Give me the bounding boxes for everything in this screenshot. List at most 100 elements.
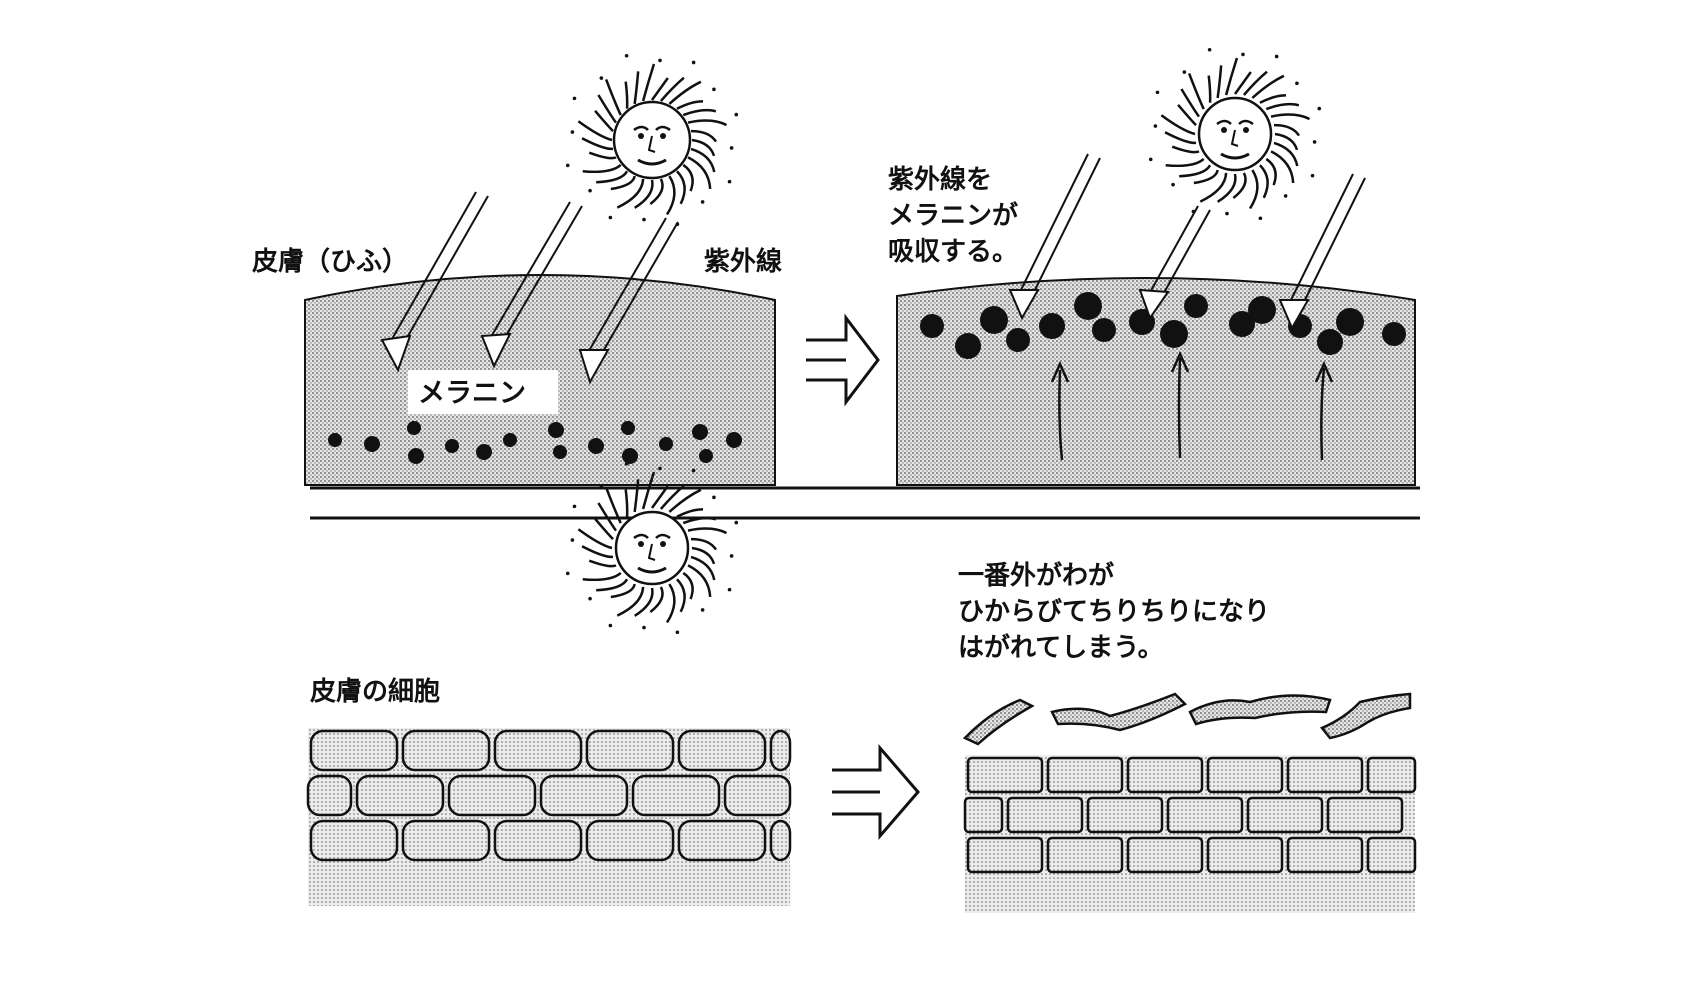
skin-label: 皮膚（ひふ） — [252, 247, 408, 277]
melanin-granule — [1074, 292, 1102, 320]
sun-sparkle — [572, 504, 577, 509]
sun-ray — [1193, 169, 1219, 185]
cell-grid-damaged — [963, 756, 1417, 874]
melanin-granule — [1039, 313, 1065, 339]
sun-sparkle — [624, 53, 629, 58]
melanin-granule — [1006, 328, 1030, 352]
melanin-granule — [1092, 318, 1116, 342]
sun-sparkle — [570, 130, 575, 134]
uv-ray-arrow-icon — [1008, 153, 1101, 321]
melanin-granule — [621, 421, 635, 435]
sun-ray — [1274, 132, 1299, 151]
sun-sparkle — [1295, 81, 1299, 86]
sun-sparkle — [712, 495, 716, 500]
skin-cell — [677, 729, 767, 772]
peeling-skin-flakes — [962, 692, 1412, 746]
sun-sparkle — [691, 60, 696, 65]
sun-sparkle — [727, 179, 732, 184]
sun-ray — [1207, 75, 1212, 103]
cell-grid — [306, 729, 792, 862]
skin-cell — [447, 774, 537, 817]
sun-ray — [668, 488, 702, 513]
sun-ray — [650, 77, 669, 101]
sun-ray — [634, 179, 654, 209]
panel-top-right: 紫外線を メラニンが 吸収する。 — [888, 47, 1416, 486]
melanin-granule — [622, 448, 638, 464]
sun-sparkle — [565, 163, 570, 168]
sun-sparkle — [1283, 194, 1288, 198]
sun-sparkle — [1155, 90, 1160, 95]
sun-ray — [687, 527, 728, 535]
sun-ray — [597, 502, 617, 532]
skin-cell — [631, 774, 721, 817]
sun-sparkle — [1207, 47, 1212, 52]
sun-ray — [1242, 70, 1268, 96]
sun-sparkle — [1182, 70, 1187, 74]
melanin-granule — [364, 436, 380, 452]
sun-ray — [1165, 157, 1205, 168]
skin-cell — [493, 729, 583, 772]
sun-ray — [1171, 145, 1200, 154]
sun-ray — [649, 586, 664, 613]
sun-ray — [665, 583, 676, 624]
sun-ray — [676, 170, 686, 205]
melanin-granule — [407, 421, 421, 435]
sun-sparkle — [1317, 106, 1322, 111]
sun-ray — [641, 471, 656, 510]
sun-sparkle — [675, 222, 680, 227]
skin-cell — [309, 729, 399, 772]
uv-ray-arrow-icon — [480, 201, 583, 369]
sun-sparkle — [565, 571, 570, 576]
sun-face-icon — [1148, 47, 1322, 221]
sun-ray — [1270, 113, 1311, 121]
melanin-label: メラニン — [418, 378, 526, 409]
panel-divider — [310, 486, 1420, 520]
sun-sparkle — [1191, 209, 1196, 214]
sun-ray — [1273, 123, 1301, 137]
sun-ray — [588, 559, 617, 568]
sun-ray — [610, 175, 636, 191]
sun-sparkle — [658, 58, 662, 63]
sun-ray — [588, 151, 617, 160]
sun-ray — [1232, 172, 1247, 199]
skin-cell — [1246, 796, 1324, 834]
sun-ray — [690, 147, 716, 173]
skin-cell — [1126, 756, 1204, 794]
sun-sparkle — [729, 554, 734, 558]
sun-ray — [1160, 114, 1196, 136]
melanin-rise-arrows — [1050, 350, 1334, 461]
sun-ray — [668, 80, 702, 105]
arrow-right-icon — [806, 313, 880, 407]
skin-cell — [306, 774, 353, 817]
skin-cell — [769, 819, 792, 862]
sun-sparkle — [1310, 173, 1315, 178]
sun-ray — [624, 489, 629, 517]
sun-ray — [682, 571, 694, 600]
sun-sparkle — [608, 215, 613, 220]
skin-cell — [1366, 756, 1417, 794]
sun-ray — [1164, 131, 1197, 145]
skin-cell — [1006, 796, 1084, 834]
sun-sparkle — [700, 200, 705, 204]
skin-cell — [1086, 796, 1164, 834]
skin-cell — [1166, 796, 1244, 834]
sun-ray — [633, 479, 640, 513]
sun-ray — [690, 555, 716, 581]
sun-ray — [577, 528, 613, 550]
melanin-granule — [955, 333, 981, 359]
sun-ray — [676, 508, 704, 518]
sun-ray — [596, 578, 629, 592]
uv-ray-arrow-icon — [1278, 173, 1366, 331]
sun-ray — [687, 564, 712, 597]
skin-cell — [1286, 756, 1364, 794]
melanin-granule — [328, 433, 342, 447]
sun-face-icon — [565, 461, 739, 635]
sun-sparkle — [727, 587, 732, 592]
skin-cell — [585, 819, 675, 862]
sun-ray — [676, 578, 686, 613]
sun-sparkle — [1225, 211, 1229, 216]
sun-sparkle — [599, 76, 604, 80]
sun-ray — [1217, 173, 1237, 203]
sun-sparkle — [1171, 182, 1175, 187]
caption-line-1: 一番外がわが — [958, 560, 1114, 591]
